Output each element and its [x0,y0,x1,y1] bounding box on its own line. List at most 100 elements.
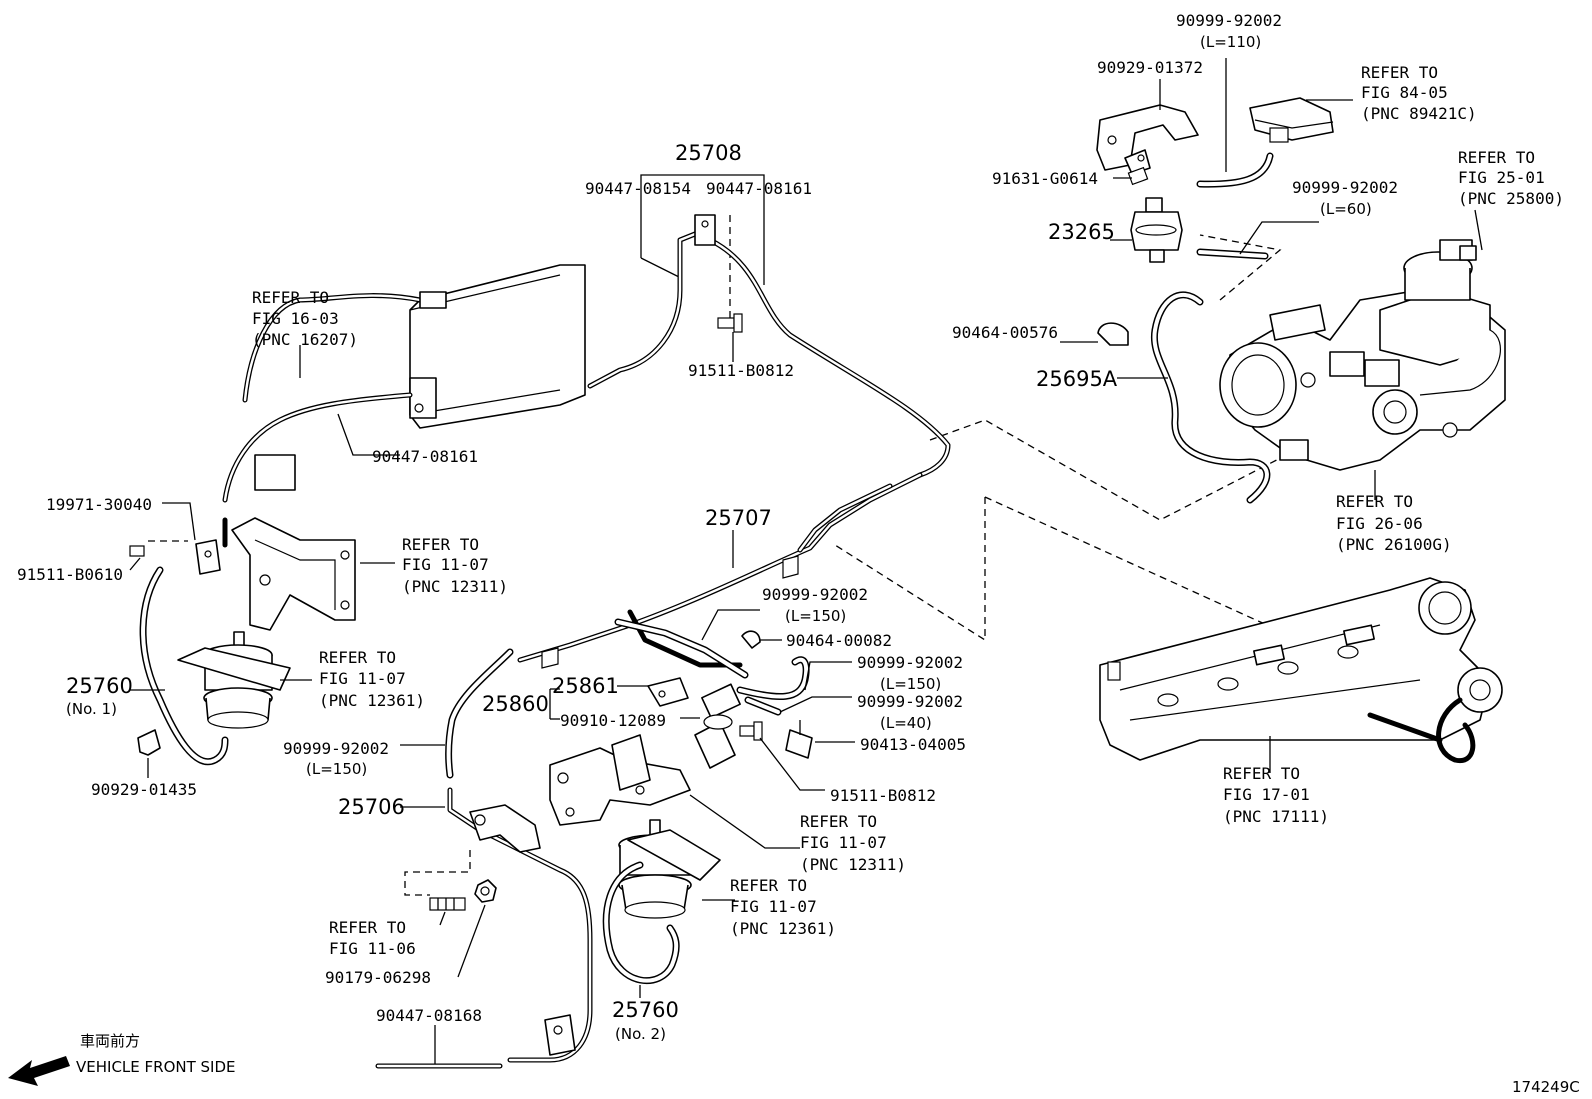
hose-l150-c [445,648,514,779]
label-ref-17-01-b: FIG 17-01 [1223,785,1310,804]
label-ref-25-01-c: (PNC 25800) [1458,189,1564,208]
bracket-19971-30040 [195,539,221,575]
label-ref-11-07-12311a-a: REFER TO [402,535,479,554]
label-ref-11-07-12361a-b: FIG 11-07 [319,669,406,688]
label-90999-92002-l150b: 90999-92002 [857,653,963,672]
clip-90464-00082 [741,630,761,649]
label-25695a: 25695A [1036,367,1118,391]
label-ref-11-07-12311b-a: REFER TO [800,812,877,831]
label-90464-00576: 90464-00576 [952,323,1058,342]
sensor-90910-12089 [694,683,741,769]
hose-l110 [1196,152,1274,188]
label-90999-92002-l40: 90999-92002 [857,692,963,711]
label-ref-11-07-12361b-a: REFER TO [730,876,807,895]
label-ref-84-05-a: REFER TO [1361,63,1438,82]
label-ref-11-07-12361a-a: REFER TO [319,648,396,667]
label-25760-no1: 25760 [66,674,133,698]
intake-manifold [1099,577,1503,764]
engine-bracket-12311-left [231,517,356,631]
label-90447-08168: 90447-08168 [376,1006,482,1025]
label-90447-08154: 90447-08154 [585,179,691,198]
label-ref-84-05-b: FIG 84-05 [1361,83,1448,102]
label-ref-26-06-c: (PNC 26100G) [1336,535,1452,554]
label-91511-b0812-top: 91511-B0812 [688,361,794,380]
label-ref-11-07-12311a-c: (PNC 12311) [402,577,508,596]
label-ref-25-01-b: FIG 25-01 [1458,168,1545,187]
pipe-25706 [447,787,593,1063]
label-91631-g0614: 91631-G0614 [992,169,1098,188]
pipe-16207 [222,264,586,548]
label-l150b: (L=150) [880,675,941,693]
callout-labels: 90999-92002 (L=110) 90929-01372 REFER TO… [17,11,1580,1096]
label-90447-08161-mid: 90447-08161 [372,447,478,466]
label-90999-92002-l110: 90999-92002 [1176,11,1282,30]
label-l60: (L=60) [1320,200,1372,218]
label-90999-92002-l150a: 90999-92002 [762,585,868,604]
label-ref-11-07-12361a-c: (PNC 12361) [319,691,425,710]
label-90929-01372: 90929-01372 [1097,58,1203,77]
label-l150c: (L=150) [306,760,367,778]
label-90464-00082: 90464-00082 [786,631,892,650]
label-90910-12089: 90910-12089 [560,711,666,730]
label-ref-25-01-a: REFER TO [1458,148,1535,167]
hose-l150-b [736,656,810,701]
label-90413-04005: 90413-04005 [860,735,966,754]
engine-mount-no2 [618,819,721,919]
label-ref-26-06-b: FIG 26-06 [1336,514,1423,533]
bolt-91511-b0610 [129,545,145,557]
nut-90179-06298 [474,879,497,903]
label-90929-01435: 90929-01435 [91,780,197,799]
label-ref-11-07-12361b-c: (PNC 12361) [730,919,836,938]
dashed-guide-lines [148,215,1336,896]
hose-l60 [1196,248,1269,260]
stud-bolt [429,897,466,911]
label-90179-06298: 90179-06298 [325,968,431,987]
throttle-body [1219,239,1506,471]
label-25708: 25708 [675,141,742,165]
label-front-en: VEHICLE FRONT SIDE [76,1058,236,1076]
label-25861: 25861 [552,674,619,698]
clip-90929-01435 [137,729,161,756]
label-ref-11-07-12311b-c: (PNC 12311) [800,855,906,874]
hose-l40 [744,696,782,716]
hose-25695a [1150,291,1271,504]
label-no1: (No. 1) [66,700,117,718]
hose-l150-a [614,618,749,679]
bolt-91631-g0614 [1127,166,1149,186]
bolt-91511-b0812-top [717,313,743,333]
label-90447-08161-top: 90447-08161 [706,179,812,198]
label-ref-11-07-12361b-b: FIG 11-07 [730,897,817,916]
label-ref-16-03-a: REFER TO [252,288,329,307]
sensor-89421c [1249,97,1334,143]
engine-mount-no1 [177,631,291,729]
label-no2: (No. 2) [615,1025,666,1043]
label-front-jp: 車両前方 [80,1032,140,1050]
bracket-90929-01372 [1096,104,1199,175]
label-ref-26-06-a: REFER TO [1336,492,1413,511]
figure-id: 174249C [1512,1078,1580,1096]
label-l40: (L=40) [880,714,932,732]
bolt-91511-b0812-bot [739,721,763,741]
label-ref-17-01-a: REFER TO [1223,764,1300,783]
hose-no2-loop [602,861,680,984]
label-ref-84-05-c: (PNC 89421C) [1361,104,1477,123]
label-23265: 23265 [1048,220,1115,244]
label-l150a: (L=150) [785,607,846,625]
label-ref-17-01-c: (PNC 17111) [1223,807,1329,826]
label-25760-no2: 25760 [612,998,679,1022]
label-ref-11-07-12311b-b: FIG 11-07 [800,833,887,852]
clip-90464-00576 [1097,322,1129,346]
label-ref-11-06-b: FIG 11-06 [329,939,416,958]
valve-23265 [1130,197,1183,263]
label-25706: 25706 [338,795,405,819]
front-direction-arrow [8,1056,70,1086]
label-ref-16-03-b: FIG 16-03 [252,309,339,328]
label-90999-92002-l60: 90999-92002 [1292,178,1398,197]
hose-assembly-25708 [587,214,951,478]
union-90413-04005 [785,720,813,759]
label-l110: (L=110) [1200,33,1261,51]
hose-left-loop [139,566,229,766]
bracket-25861 [647,677,689,707]
label-ref-11-07-12311a-b: FIG 11-07 [402,555,489,574]
